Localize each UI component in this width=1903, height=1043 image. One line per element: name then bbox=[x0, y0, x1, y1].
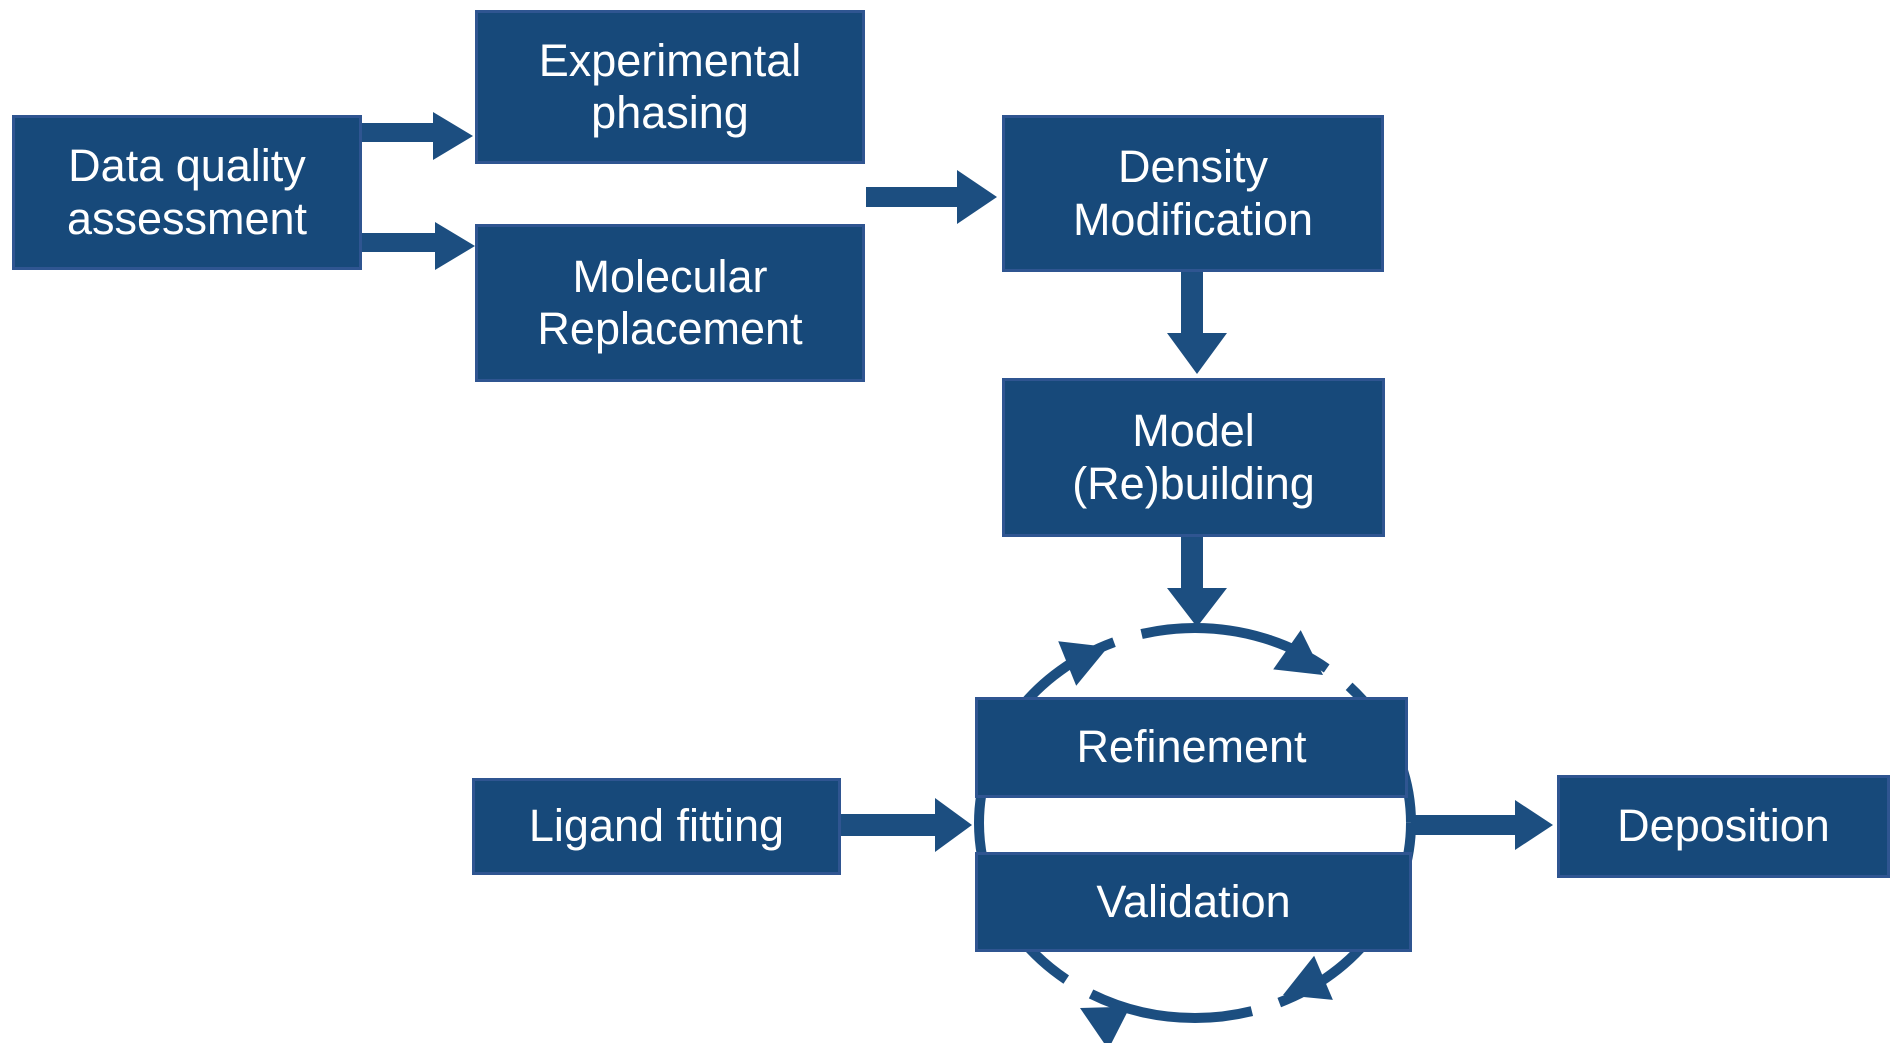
cycle-arrowhead-bottom-left bbox=[1080, 1006, 1131, 1043]
arrow-dqa-to-experimental-phasing bbox=[362, 112, 473, 160]
node-validation: Validation bbox=[975, 852, 1412, 952]
node-label-line: Validation bbox=[1096, 875, 1291, 927]
arrow-phasing-to-density-modification bbox=[866, 170, 997, 224]
node-label-line: Deposition bbox=[1617, 800, 1830, 852]
node-density-modification: Density Modification bbox=[1002, 115, 1384, 272]
cycle-arrowhead-bottom-right bbox=[1283, 955, 1333, 1000]
node-label-line: Experimental bbox=[538, 34, 802, 86]
node-label-line: (Re)building bbox=[1072, 457, 1315, 509]
node-label-line: phasing bbox=[591, 87, 749, 138]
refinement-validation-cycle-ring bbox=[974, 623, 1416, 1023]
node-label-line: Data quality bbox=[68, 140, 306, 192]
arrow-dqa-to-molecular-replacement bbox=[362, 222, 475, 270]
node-label-line: Molecular bbox=[572, 250, 768, 302]
node-label-line: Ligand fitting bbox=[528, 800, 785, 852]
node-label-line: Model bbox=[1132, 405, 1255, 457]
node-refinement: Refinement bbox=[975, 697, 1408, 798]
node-label-line: Modification bbox=[1072, 193, 1314, 245]
node-data-quality-assessment: Data quality assessment bbox=[12, 115, 362, 270]
node-label-line: Refinement bbox=[1076, 721, 1307, 773]
node-molecular-replacement: Molecular Replacement bbox=[475, 224, 865, 382]
node-experimental-phasing: Experimental phasing bbox=[475, 10, 865, 164]
cycle-arrowhead-top-right bbox=[1273, 630, 1323, 675]
arrow-ligand-to-refinement-cycle bbox=[841, 798, 972, 852]
node-ligand-fitting: Ligand fitting bbox=[472, 778, 841, 875]
arrow-density-to-model-rebuilding bbox=[1167, 272, 1227, 374]
node-label-line: Density bbox=[1117, 141, 1269, 193]
arrow-cycle-to-deposition bbox=[1411, 800, 1553, 850]
node-label-line: assessment bbox=[66, 192, 308, 244]
node-model-rebuilding: Model (Re)building bbox=[1002, 378, 1385, 537]
cycle-arrowhead-top-left bbox=[1058, 641, 1108, 686]
node-label-line: Replacement bbox=[537, 303, 803, 354]
node-deposition: Deposition bbox=[1557, 775, 1890, 878]
arrow-model-to-refinement-cycle bbox=[1167, 537, 1227, 627]
